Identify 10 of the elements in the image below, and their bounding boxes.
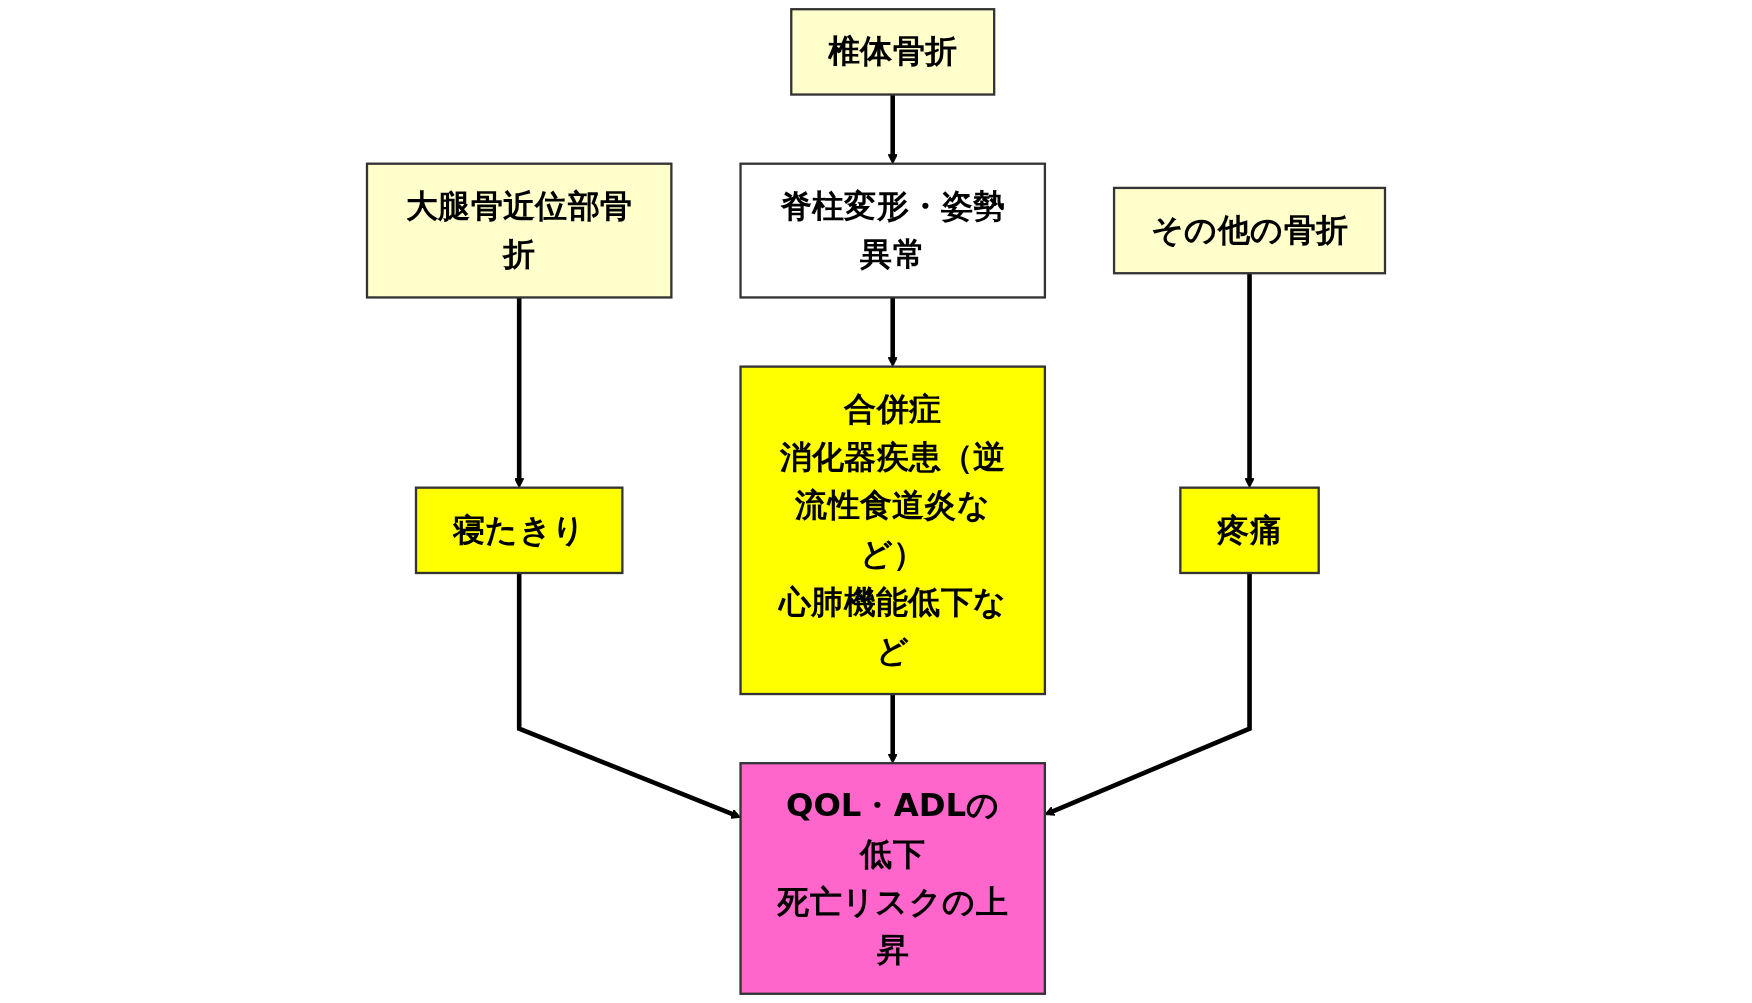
arrow bbox=[887, 694, 898, 764]
node-box: 脊柱変形・姿勢異常 bbox=[739, 162, 1047, 299]
node-box: 大腿骨近位部骨折 bbox=[365, 162, 673, 299]
node-box: 合併症 消化器疾患（逆流性食道炎など） 心肺機能低下など bbox=[739, 365, 1047, 696]
node-box: 椎体骨折 bbox=[790, 8, 996, 96]
node-box: QOL・ADLの低下 死亡リスクの上昇 bbox=[739, 762, 1047, 995]
arrow bbox=[1044, 573, 1252, 816]
arrow bbox=[516, 573, 741, 819]
node-box: その他の骨折 bbox=[1112, 186, 1387, 275]
node-box: 疼痛 bbox=[1179, 486, 1320, 575]
